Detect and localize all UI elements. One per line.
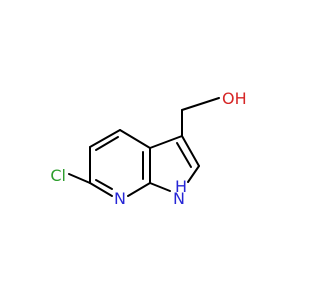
molecule-structure: Cl N H N OH — [50, 89, 247, 208]
pyrrole-nh-hydrogen-label: H — [175, 177, 187, 196]
bond-ch2-o — [181, 97, 220, 111]
bond-n1-c7a — [149, 182, 171, 192]
pyrrole-nitrogen-label: N — [173, 189, 185, 208]
bond-c4-c5-inner — [95, 136, 119, 151]
molecule-canvas: Cl N H N OH — [50, 89, 247, 208]
bond-c3-c2-inner — [176, 142, 192, 168]
bond-c6-cl — [68, 173, 91, 184]
bond-c2-n1 — [187, 165, 200, 183]
bond-n7-c7a — [127, 182, 151, 197]
chlorine-atom-label: Cl — [50, 166, 66, 185]
bond-c3a-c3 — [149, 135, 183, 149]
bond-c3-c2 — [181, 135, 200, 167]
bond-c6-n7-inner — [95, 179, 113, 190]
bond-c3a-c4 — [119, 129, 151, 149]
hydroxyl-label: OH — [222, 89, 247, 108]
bond-c6-n7 — [89, 182, 113, 197]
bond-c4-c5 — [89, 129, 121, 148]
pyridine-nitrogen-label: N — [114, 189, 126, 208]
